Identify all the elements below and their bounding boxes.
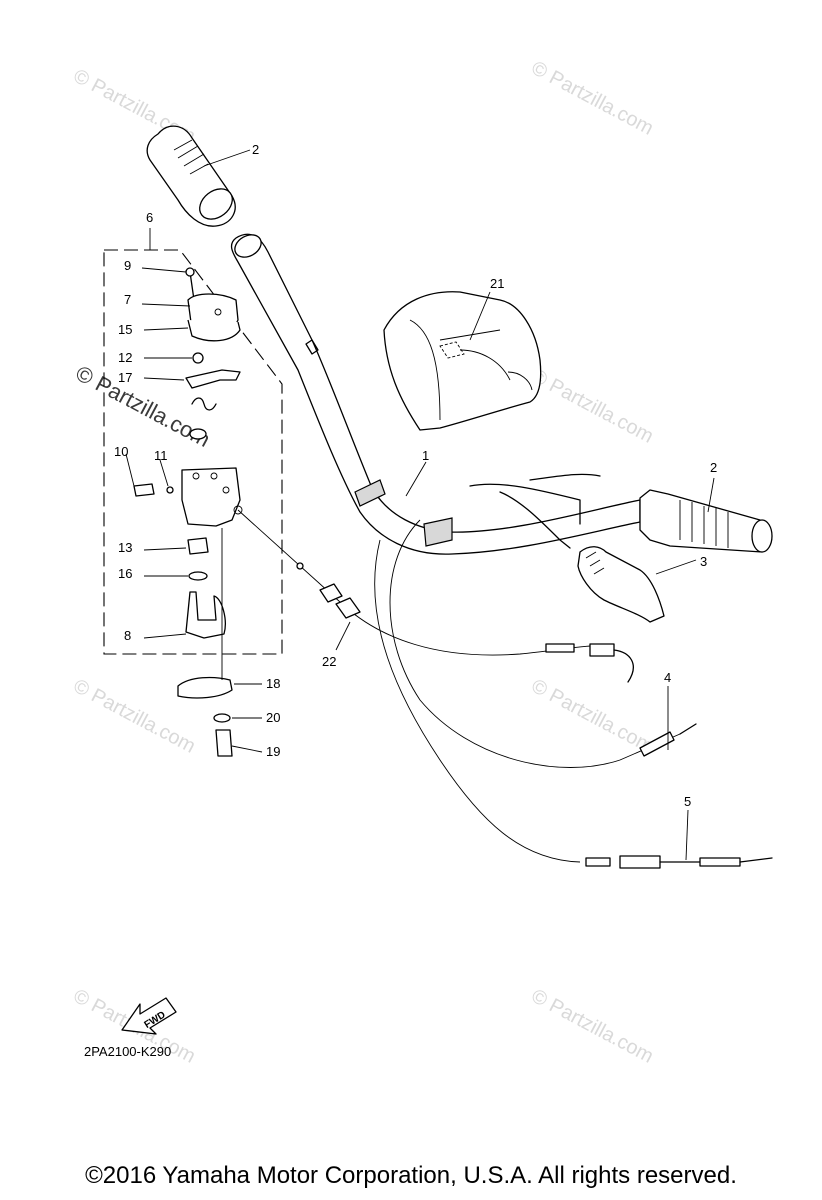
callout-20: 20 (266, 710, 280, 725)
callout-6: 6 (146, 210, 153, 225)
callout-4: 4 (664, 670, 671, 685)
watermark: © Partzilla.com (528, 365, 657, 448)
callout-21: 21 (490, 276, 504, 291)
callout-labels: 2 2 1 3 4 5 6 7 8 9 10 11 12 13 15 16 17… (114, 142, 717, 809)
handlebar-cover (383, 291, 542, 431)
switch-assembly-boundary (103, 228, 283, 655)
callout-13: 13 (118, 540, 132, 555)
watermark: © Partzilla.com (528, 675, 657, 758)
callout-8: 8 (124, 628, 131, 643)
callout-22: 22 (322, 654, 336, 669)
callout-11: 11 (154, 448, 168, 463)
watermark: © Partzilla.com (528, 57, 657, 140)
callout-17: 17 (118, 370, 132, 385)
diagram-code: 2PA2100-K290 (84, 1044, 171, 1059)
callout-2: 2 (710, 460, 717, 475)
callout-3: 3 (700, 554, 707, 569)
copyright-footer: ©2016 Yamaha Motor Corporation, U.S.A. A… (85, 1162, 737, 1189)
callout-2: 2 (252, 142, 259, 157)
callout-9: 9 (124, 258, 131, 273)
callout-16: 16 (118, 566, 132, 581)
throttle-lever (577, 546, 665, 623)
callout-15: 15 (118, 322, 132, 337)
leader-lines (125, 149, 715, 861)
handlebar-parts-diagram: © Partzilla.com © Partzilla.com © Partzi… (70, 57, 773, 1068)
left-grip (146, 125, 236, 227)
cable-routing (237, 473, 773, 869)
watermark-layer: © Partzilla.com © Partzilla.com © Partzi… (70, 57, 657, 1068)
callout-1: 1 (422, 448, 429, 463)
right-grip (639, 489, 773, 553)
callout-10: 10 (114, 444, 128, 459)
callout-18: 18 (266, 676, 280, 691)
callout-19: 19 (266, 744, 280, 759)
callout-12: 12 (118, 350, 132, 365)
watermark: © Partzilla.com (528, 985, 657, 1068)
switch-assembly-parts (133, 267, 243, 757)
callout-5: 5 (684, 794, 691, 809)
callout-7: 7 (124, 292, 131, 307)
